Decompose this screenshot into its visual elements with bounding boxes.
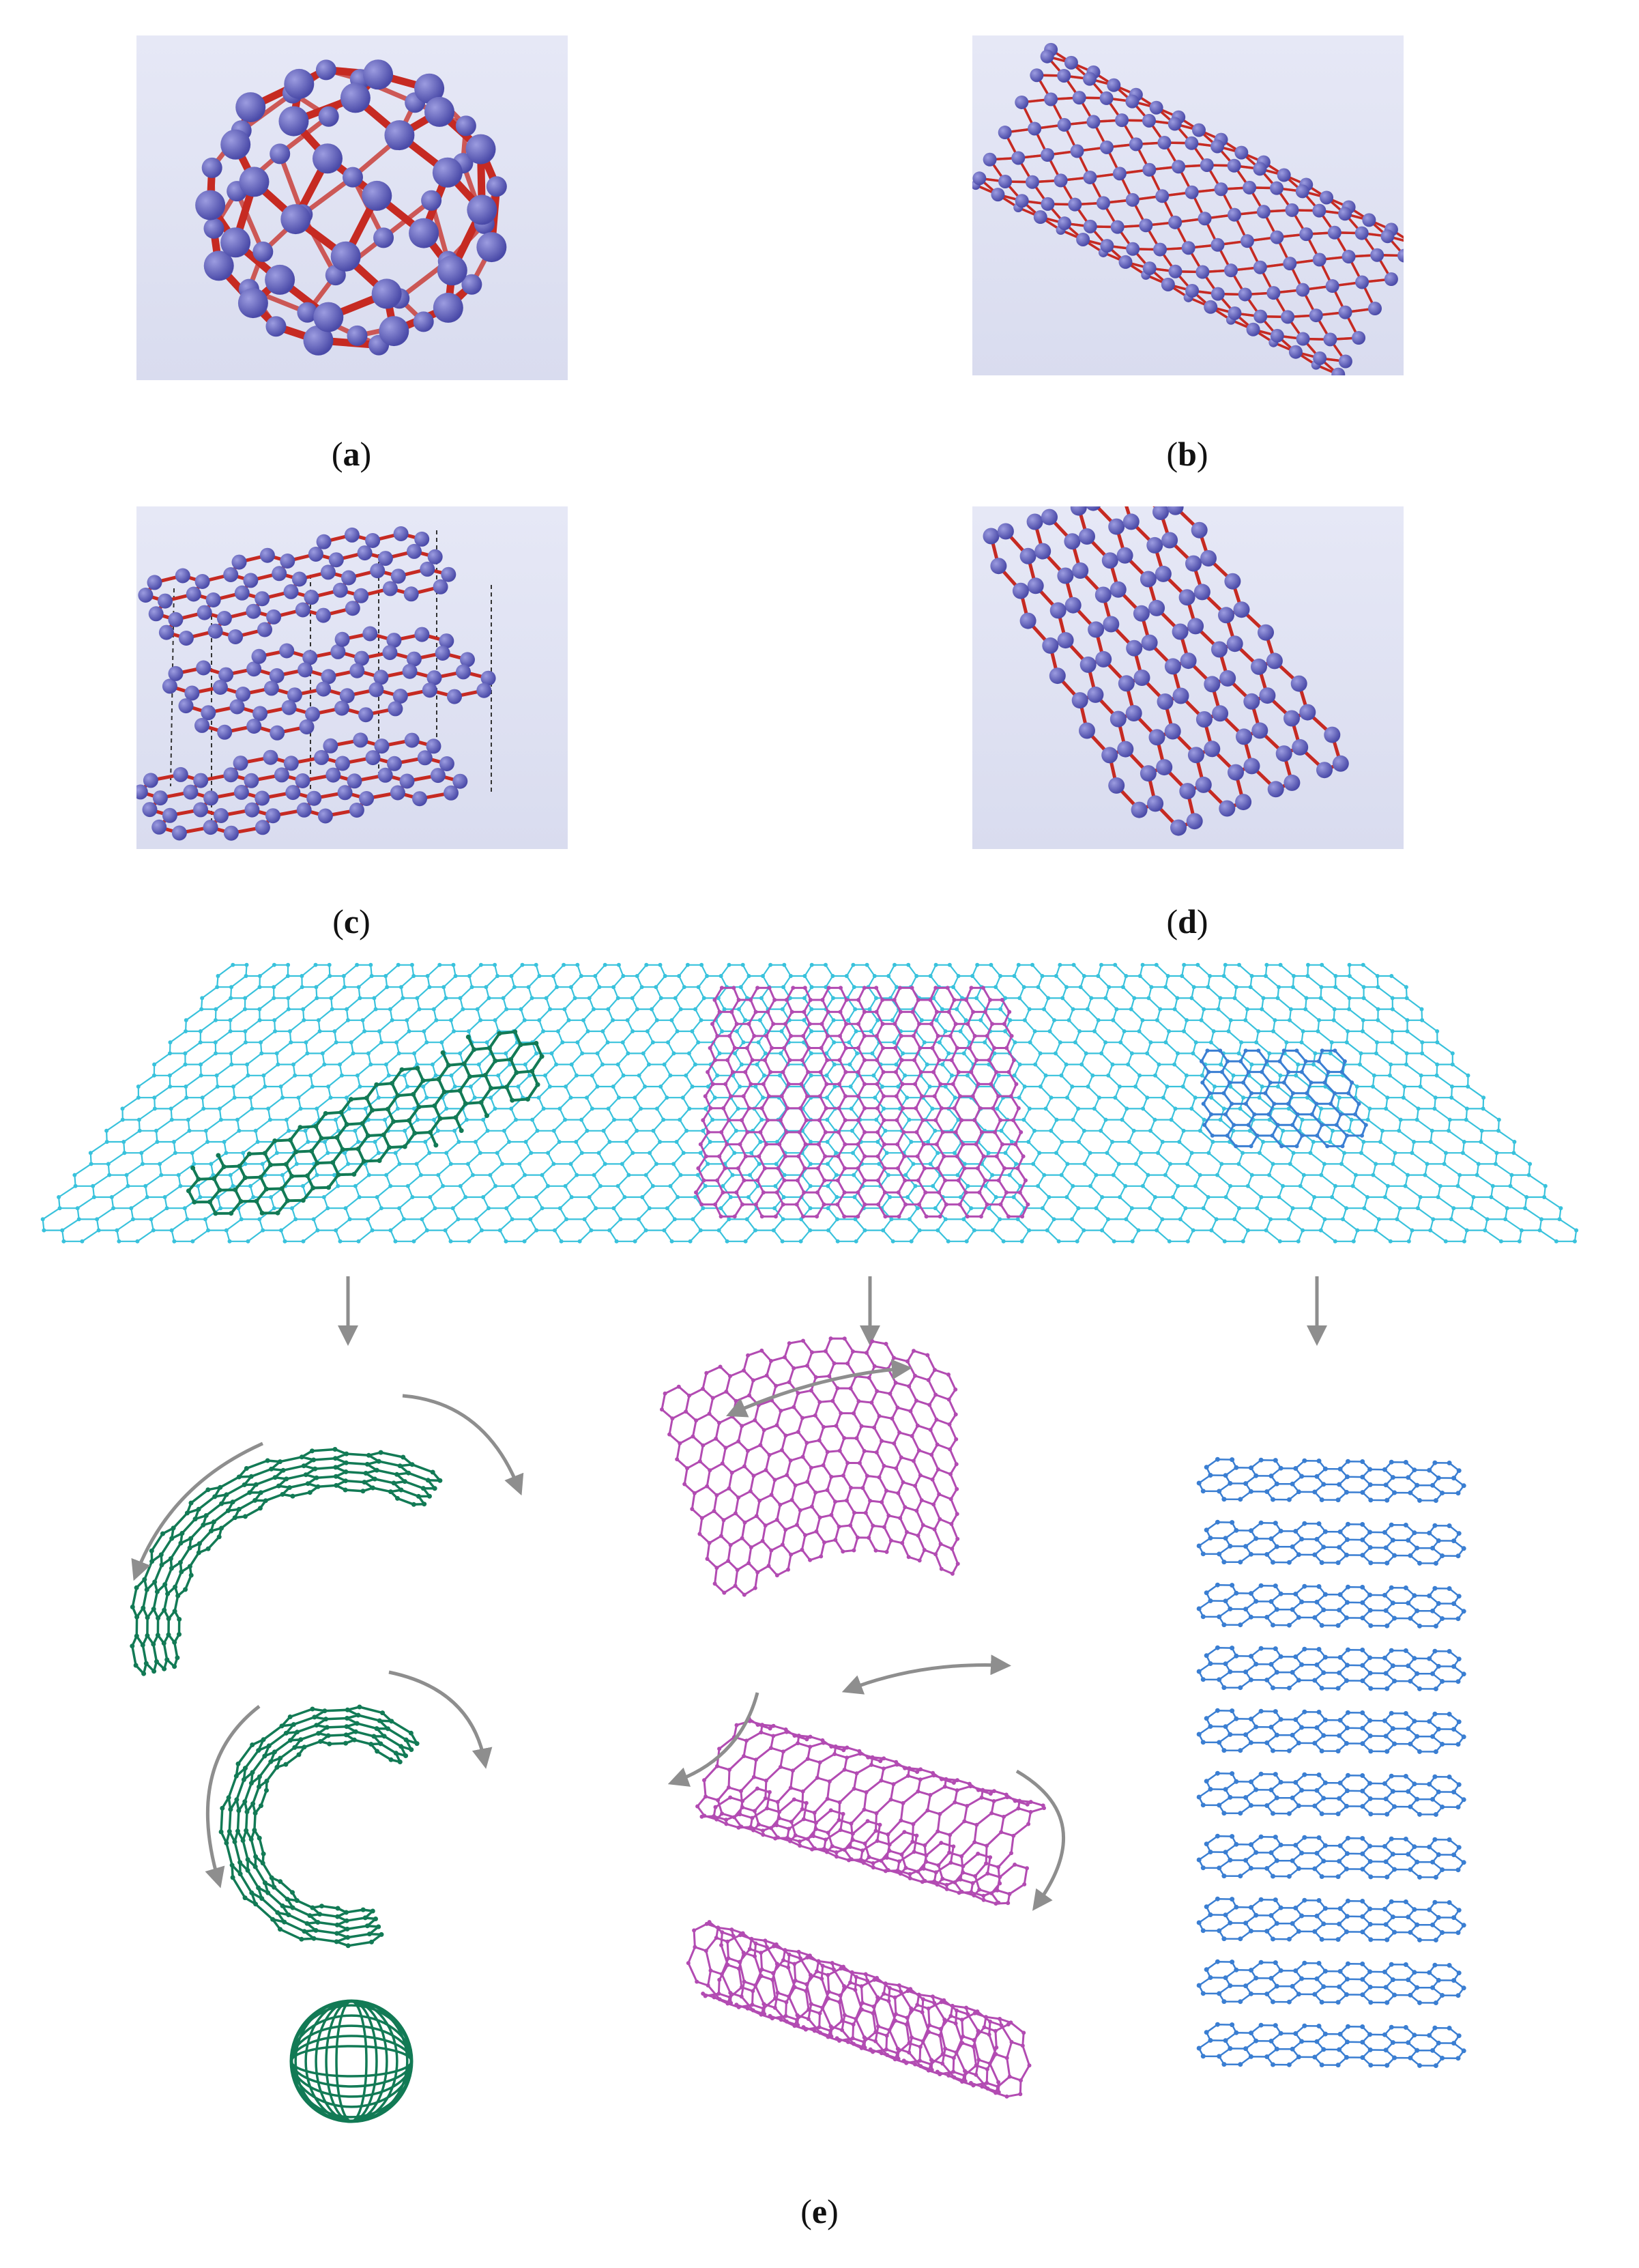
graphite-patch (1199, 1048, 1368, 1149)
rolling-tube-magenta (695, 1717, 1046, 1906)
graphene-lattice (983, 506, 1349, 836)
bend-arrow-top (726, 1359, 912, 1418)
panel-e-image (0, 959, 1639, 2160)
nanotube-tube (972, 42, 1404, 375)
curl-arrow-left-1 (131, 1441, 264, 1581)
panel-e-label: (e) (800, 2192, 839, 2230)
panel-c-image (136, 506, 568, 849)
panel-d-label: (d) (1166, 902, 1208, 941)
nanotube-ball-model (972, 42, 1404, 375)
panel-a-label: (a) (331, 435, 372, 473)
fullerene-ball-model (195, 59, 507, 356)
curling-cage-green (218, 1704, 420, 1949)
graphite-layer-3 (1196, 1582, 1466, 1628)
graphite-layer-6 (1196, 1770, 1466, 1817)
graphite-layer-10 (1196, 2022, 1466, 2068)
fullerene-patch (186, 1029, 545, 1216)
curl-arrow-right-1 (402, 1394, 524, 1496)
roll-arrow-right (1015, 1769, 1066, 1911)
bend-arrow-bottom (841, 1654, 1011, 1695)
nanotube-patch (694, 986, 1030, 1219)
nanotube-product (686, 1920, 1032, 2099)
curling-sheet-green (130, 1447, 443, 1676)
graphite-layer-middle (162, 626, 496, 741)
fullerene-product (289, 1999, 414, 2123)
graphite-layer-7 (1196, 1833, 1466, 1880)
graphite-layer-9 (1196, 1959, 1466, 2005)
panel-b-label: (b) (1166, 435, 1208, 473)
graphite-layer-5 (1196, 1708, 1466, 1754)
graphene-sheet (40, 962, 1579, 1244)
graphite-layer-1 (1196, 1456, 1466, 1503)
curling-sheet-magenta (660, 1336, 960, 1597)
panel-c-label: (c) (332, 902, 371, 941)
fullerene-cage (195, 59, 507, 356)
curl-arrow-right-2 (388, 1670, 493, 1769)
panel-d-image (972, 506, 1404, 849)
graphite-layer-8 (1196, 1896, 1466, 1942)
graphite-layer-bottom (136, 732, 468, 841)
graphene-ball-model (983, 506, 1349, 836)
curl-arrow-left-2 (205, 1705, 261, 1889)
panel-b-image (972, 35, 1404, 375)
roll-arrow-left (667, 1692, 759, 1787)
graphitic-forms-diagram (40, 962, 1579, 2123)
graphite-ball-model (136, 526, 496, 841)
panel-a-image (136, 35, 568, 380)
graphite-layer-top (138, 526, 456, 646)
graphite-layer-4 (1196, 1645, 1466, 1691)
graphite-layer-2 (1196, 1519, 1466, 1566)
graphite-stack (1196, 1456, 1466, 2068)
